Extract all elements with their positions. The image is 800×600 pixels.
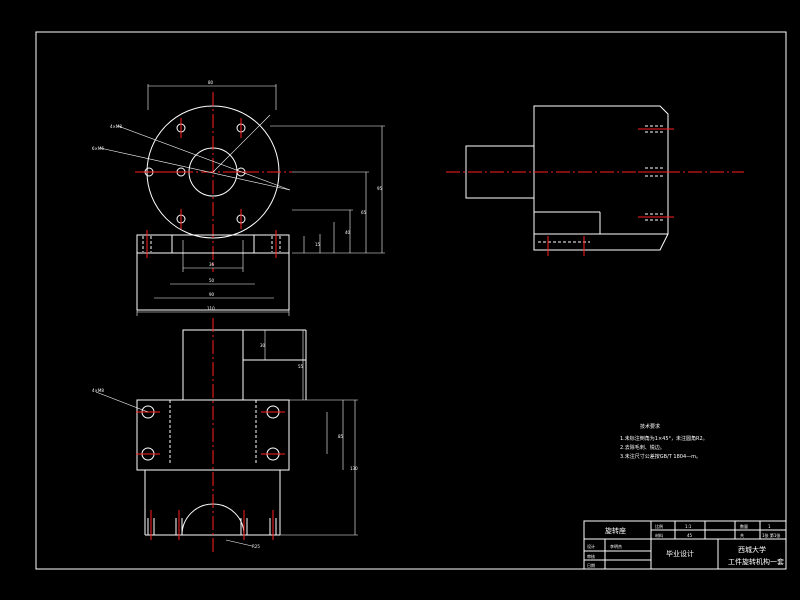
side-body-outline: [533, 105, 669, 251]
title-block: 旋转座 比例 1:1 材料 45 数量 1 共 1张 第1张 设计 李明杰 审核…: [583, 520, 787, 570]
callout-hole-1: 4×M8: [110, 124, 122, 129]
dim-height-low: 40: [345, 230, 351, 235]
tech-req-item-1: 1.未标注倒角为1×45°，未注圆角R2。: [620, 435, 708, 442]
drawing-border: [35, 31, 787, 570]
title-drawn-name: 李明杰: [610, 543, 622, 549]
dim-front-mid: 85: [338, 434, 344, 439]
title-sheet-value: 1张 第1张: [762, 532, 780, 538]
dim-front-boss: 55: [298, 364, 304, 369]
dim-height-small: 15: [315, 242, 321, 247]
dim-height-mid: 65: [361, 210, 367, 215]
callout-hole-2: 6×M6: [92, 146, 104, 151]
tech-req-item-2: 2.去除毛刺、锐边。: [620, 444, 665, 451]
front-view: 4×M8 R25 30 55 85 130: [92, 318, 358, 555]
dim-base-width: 110: [207, 306, 215, 311]
title-checked-label: 审核: [587, 553, 595, 559]
title-project: 毕业设计: [666, 549, 694, 558]
title-drawn-label: 设计: [587, 543, 595, 549]
title-quantity-value: 1: [768, 524, 771, 529]
dim-front-step: 30: [260, 343, 266, 348]
technical-notes: 技术要求 1.未标注倒角为1×45°，未注圆角R2。 2.去除毛刺、锐边。 3.…: [620, 423, 708, 460]
top-view: 80 36 50 90 110 95 65 40 15 4×M8 6×M6: [92, 80, 385, 316]
dim-hole-span: 50: [209, 278, 215, 283]
front-body: [136, 399, 290, 471]
title-material-value: 45: [687, 533, 693, 538]
dim-inner-span: 36: [209, 262, 215, 267]
title-material-label: 材料: [655, 532, 663, 538]
title-sheet-label: 共: [740, 532, 744, 538]
dim-top-width: 80: [208, 80, 214, 85]
tech-req-heading: 技术要求: [640, 423, 660, 430]
title-quantity-label: 数量: [740, 523, 748, 529]
title-approved-label: 日期: [587, 562, 595, 568]
title-school: 西城大学: [738, 545, 766, 554]
dim-bolt-span: 90: [209, 292, 215, 297]
callout-radius: R25: [252, 544, 260, 549]
top-view-base-plate: [136, 234, 290, 254]
title-part-name: 旋转座: [605, 526, 626, 535]
title-drawing-title: 工件旋转机构一套: [728, 557, 784, 566]
title-scale-label: 比例: [655, 523, 663, 529]
callout-front-holes: 4×M8: [92, 388, 104, 393]
side-view: [446, 105, 744, 256]
dim-height-total: 95: [377, 186, 383, 191]
title-scale-value: 1:1: [685, 524, 692, 529]
tech-req-item-3: 3.未注尺寸公差按GB/T 1804—m。: [620, 453, 701, 460]
dim-front-height: 130: [350, 466, 358, 471]
